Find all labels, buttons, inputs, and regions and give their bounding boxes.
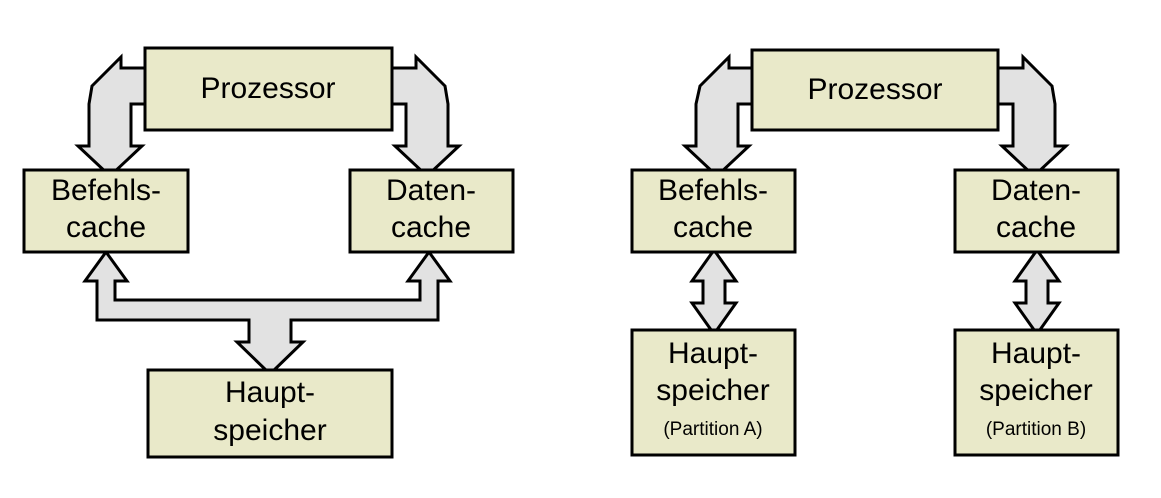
box-left-data-cache — [348, 168, 515, 254]
left-panel: Prozessor Befehls- cache Daten- cache Ha… — [22, 46, 515, 459]
box-left-instruction-cache — [22, 168, 190, 254]
box-right-processor — [750, 48, 1000, 132]
label-left-main-memory-line2: speicher — [213, 414, 326, 447]
label-right-memory-b-line1: Haupt- — [991, 337, 1081, 370]
node-right-memory-a: Haupt- speicher (Partition A) — [630, 328, 797, 457]
node-right-instruction-cache: Befehls- cache — [630, 168, 797, 254]
label-left-processor: Prozessor — [200, 72, 335, 105]
label-right-data-cache-line2: cache — [996, 211, 1076, 244]
node-left-processor: Prozessor — [143, 46, 394, 132]
label-right-instruction-cache-line1: Befehls- — [658, 174, 768, 207]
node-left-instruction-cache: Befehls- cache — [22, 168, 190, 254]
arrow-right-data-cache-memory-b — [1012, 247, 1062, 337]
label-right-processor: Prozessor — [807, 73, 942, 106]
label-left-instruction-cache-line2: cache — [66, 211, 146, 244]
node-right-data-cache: Daten- cache — [953, 168, 1120, 254]
node-right-processor: Prozessor — [750, 48, 1000, 132]
node-right-memory-b: Haupt- speicher (Partition B) — [953, 328, 1120, 457]
label-right-memory-b-line2: speicher — [979, 374, 1092, 407]
label-right-instruction-cache-line2: cache — [673, 211, 753, 244]
label-right-memory-a-line1: Haupt- — [668, 337, 758, 370]
box-right-memory-b — [953, 328, 1120, 457]
node-left-data-cache: Daten- cache — [348, 168, 515, 254]
label-right-data-cache-line1: Daten- — [991, 174, 1081, 207]
arrow-right-instruction-cache-memory-a — [689, 247, 739, 337]
sublabel-right-memory-a-partition: (Partition A) — [663, 419, 762, 440]
label-left-data-cache-line1: Daten- — [386, 174, 476, 207]
label-left-main-memory-line1: Haupt- — [225, 376, 315, 409]
box-left-processor — [143, 46, 394, 132]
label-right-memory-a-line2: speicher — [656, 374, 769, 407]
right-panel: Prozessor Befehls- cache Daten- cache Ha… — [630, 48, 1120, 457]
box-left-main-memory — [146, 368, 394, 459]
box-right-instruction-cache — [630, 168, 797, 254]
label-left-instruction-cache-line1: Befehls- — [51, 174, 161, 207]
arrow-left-caches-main-memory — [82, 249, 453, 377]
sublabel-right-memory-b-partition: (Partition B) — [986, 419, 1086, 440]
label-left-data-cache-line2: cache — [391, 211, 471, 244]
box-right-memory-a — [630, 328, 797, 457]
node-left-main-memory: Haupt- speicher — [146, 368, 394, 459]
box-right-data-cache — [953, 168, 1120, 254]
